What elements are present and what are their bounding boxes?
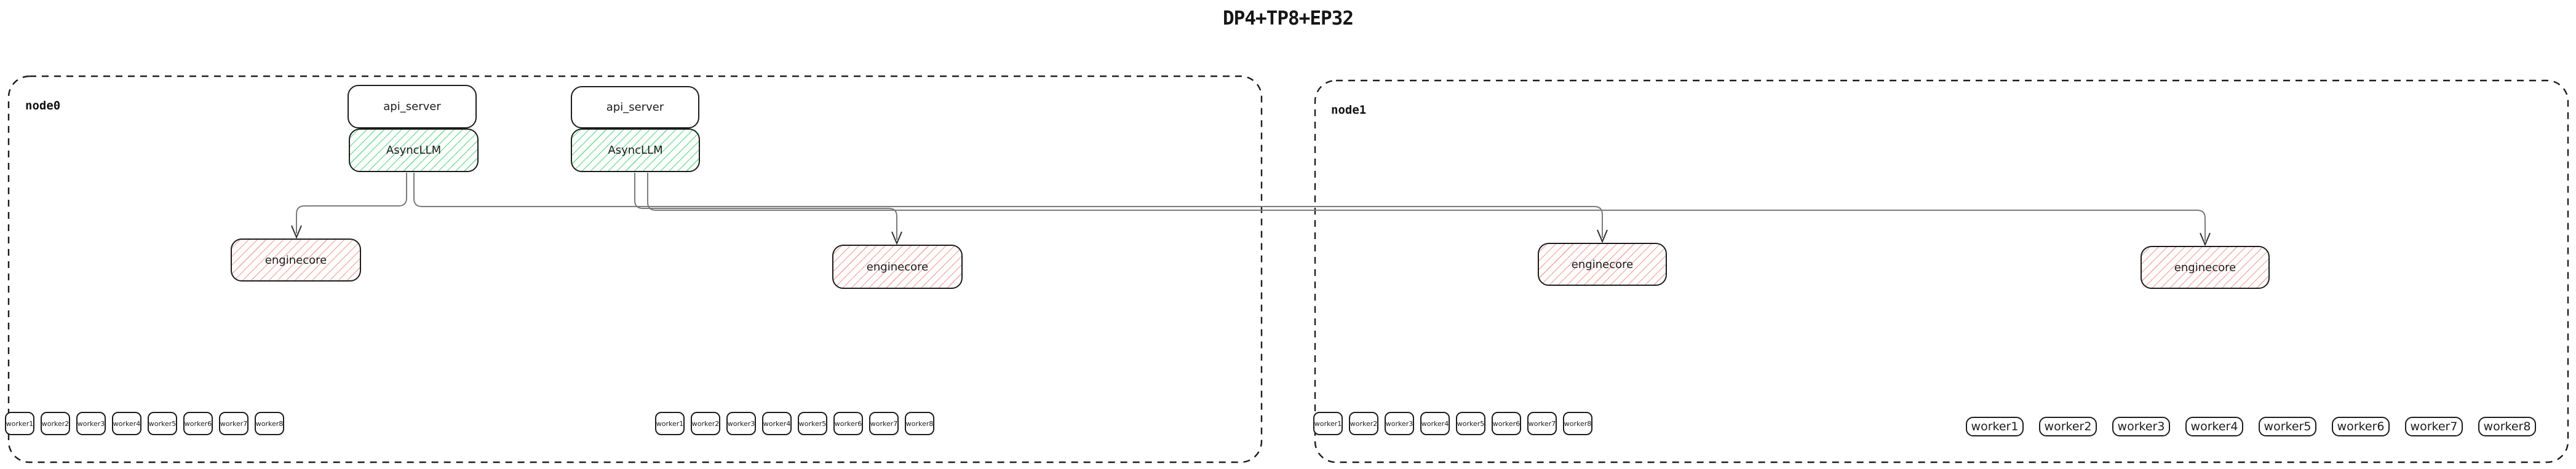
worker-box: worker1 [5,412,34,435]
worker-box: worker5 [2259,417,2316,436]
diagram-title: DP4+TP8+EP32 [1223,7,1354,30]
worker-box: worker3 [1385,412,1414,435]
worker-box: worker1 [1313,412,1343,435]
connector-asyncllm2-enginecore4 [647,173,2206,241]
connector-asyncllm2-enginecore2 [634,173,897,240]
api-server-box-1: api_server [348,85,477,128]
node0-boundary [7,75,1263,463]
worker-box: worker4 [2185,417,2243,436]
worker-box: worker8 [1563,412,1592,435]
api-server-label-1: api_server [383,100,441,113]
node0-label: node0 [25,99,61,112]
api-server-box-2: api_server [571,86,699,128]
worker-box: worker2 [691,412,720,435]
asyncllm-box-1: AsyncLLM [349,128,479,172]
arrowhead-enginecore3 [1597,229,1608,243]
worker-box: worker1 [655,412,685,435]
worker-box: worker2 [41,412,70,435]
worker-box: worker3 [76,412,106,435]
worker-box: worker8 [905,412,934,435]
worker-box: worker3 [2112,417,2170,436]
worker-box: worker4 [762,412,792,435]
worker-box: worker7 [1527,412,1557,435]
connector-asyncllm1-enginecore3 [413,173,1603,238]
worker-box: worker7 [2405,417,2463,436]
worker-box: worker3 [726,412,756,435]
connector-asyncllm1-enginecore1 [296,173,407,234]
arrowhead-enginecore4 [2200,232,2211,246]
worker-box: worker5 [148,412,177,435]
asyncllm-label-1: AsyncLLM [386,144,442,157]
arrowhead-enginecore2 [891,231,902,245]
worker-box: worker1 [1966,417,2024,436]
node1-label: node1 [1331,103,1367,117]
worker-box: worker2 [1349,412,1378,435]
worker-box: worker8 [2478,417,2536,436]
enginecore-box-3: enginecore [1538,243,1667,286]
node1-boundary [1314,79,2569,463]
worker-box: worker2 [2039,417,2097,436]
worker-box: worker8 [255,412,284,435]
enginecore-box-2: enginecore [832,245,963,289]
worker-box: worker4 [112,412,141,435]
worker-box: worker6 [1492,412,1521,435]
worker-box: worker5 [1456,412,1485,435]
asyncllm-label-2: AsyncLLM [608,144,663,157]
worker-box: worker6 [833,412,863,435]
worker-box: worker7 [219,412,248,435]
asyncllm-box-2: AsyncLLM [571,128,700,172]
api-server-label-2: api_server [606,101,664,114]
enginecore-label-2: enginecore [866,260,929,274]
enginecore-label-4: enginecore [2174,261,2236,274]
worker-box: worker6 [2332,417,2390,436]
worker-box: worker4 [1420,412,1450,435]
worker-box: worker7 [869,412,899,435]
enginecore-label-1: enginecore [264,253,327,267]
worker-box: worker5 [798,412,827,435]
arrowhead-enginecore1 [291,225,302,239]
enginecore-label-3: enginecore [1571,258,1634,271]
enginecore-box-1: enginecore [231,238,361,282]
enginecore-box-4: enginecore [2141,246,2270,289]
worker-box: worker6 [183,412,213,435]
